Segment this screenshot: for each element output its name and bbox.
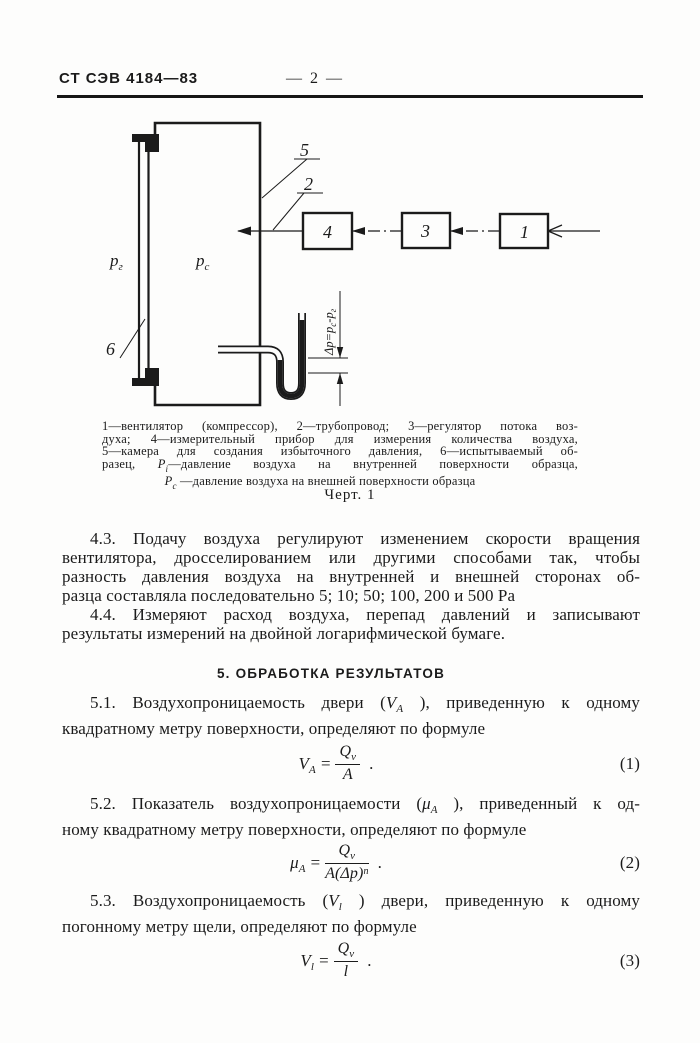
paragraph-4-3-line: разность давления воздуха на внутренней … (62, 567, 640, 586)
manometer-delta-p-label: Δp=pс-pг (322, 308, 338, 356)
equation-number-2: (2) (619, 853, 640, 872)
arrowhead-into-chamber (237, 226, 251, 236)
box4-label: 4 (323, 222, 332, 242)
paragraph-4-3-line: разца составляла последовательно 5; 10; … (62, 586, 516, 605)
manometer-liquid (277, 320, 305, 399)
box-measuring-device (301, 211, 354, 251)
paragraph-5-2-line: 5.2. Показатель воздухопроницаемости (μA… (90, 794, 640, 816)
caption-line: духа; 4—измерительный прибор для измерен… (102, 431, 578, 446)
paragraph-5-1-line: 5.1. Воздухопроницаемость двери (VA ), п… (90, 693, 640, 715)
box3-label: 3 (420, 221, 430, 241)
leader-5 (261, 158, 308, 199)
box-fan (498, 212, 550, 250)
arrowhead-into-box3 (450, 227, 463, 235)
callout-5-label: 5 (300, 140, 309, 160)
caption-line: разец, Pi—давление воздуха на внутренней… (102, 456, 578, 474)
specimen-clamps (132, 134, 159, 386)
figure-caption: 1—вентилятор (компрессор), 2—трубопровод… (102, 420, 578, 493)
equation-number-3: (3) (619, 951, 640, 970)
pressure-outside-label: pг (109, 251, 124, 273)
leader-6 (119, 318, 146, 359)
caption-line: 1—вентилятор (компрессор), 2—трубопровод… (102, 419, 578, 433)
paragraph-5-3-line: погонному метру щели, определяют по форм… (62, 917, 417, 936)
box-flow-regulator (400, 211, 452, 250)
figure-title: Черт. 1 (324, 487, 376, 503)
box1-label: 1 (520, 222, 529, 242)
paragraph-4-3-line: вентилятора, дросселированием или другим… (62, 548, 640, 567)
callout-6-label: 6 (106, 339, 115, 359)
paragraph-4-4-line: 4.4. Измеряют расход воздуха, перепад да… (90, 605, 640, 624)
dim-arrow-up (336, 373, 344, 384)
paragraph-4-3-line: 4.3. Подачу воздуха регулируют изменение… (90, 529, 640, 548)
arrowhead-into-box4 (352, 227, 365, 235)
paragraph-4-4-line: результаты измерений на двойной логарифм… (62, 624, 506, 643)
paragraph-5-3-line: 5.3. Воздухопроницаемость (Vl ) двери, п… (90, 891, 640, 913)
header-rule (57, 95, 643, 98)
callout-2-label: 2 (304, 174, 313, 194)
section-5-heading: 5. ОБРАБОТКА РЕЗУЛЬТАТОВ (216, 666, 446, 681)
test-setup-diagram: 4 3 1 5 2 6 pг pс Δp=pс-pг (106, 121, 600, 407)
page-number: — 2 — (286, 70, 344, 87)
paragraph-5-2-line: ному квадратному метру поверхности, опре… (62, 820, 527, 839)
dim-arrow-down (336, 347, 344, 358)
caption-line: Pс —давление воздуха на внешней поверхно… (164, 474, 476, 492)
pressure-chamber-outline (153, 121, 262, 407)
caption-line: 5—камера для создания избыточного давлен… (102, 444, 578, 459)
paragraph-5-1-line: квадратному метру поверхности, определяю… (62, 719, 486, 738)
document-number: СТ СЭВ 4184—83 (59, 70, 199, 87)
pressure-inside-label: pс (195, 251, 210, 273)
leader-2 (272, 192, 305, 231)
text-column: 4.3. Подачу воздуха регулируют изменение… (62, 529, 640, 981)
equation-number-1: (1) (619, 754, 640, 773)
